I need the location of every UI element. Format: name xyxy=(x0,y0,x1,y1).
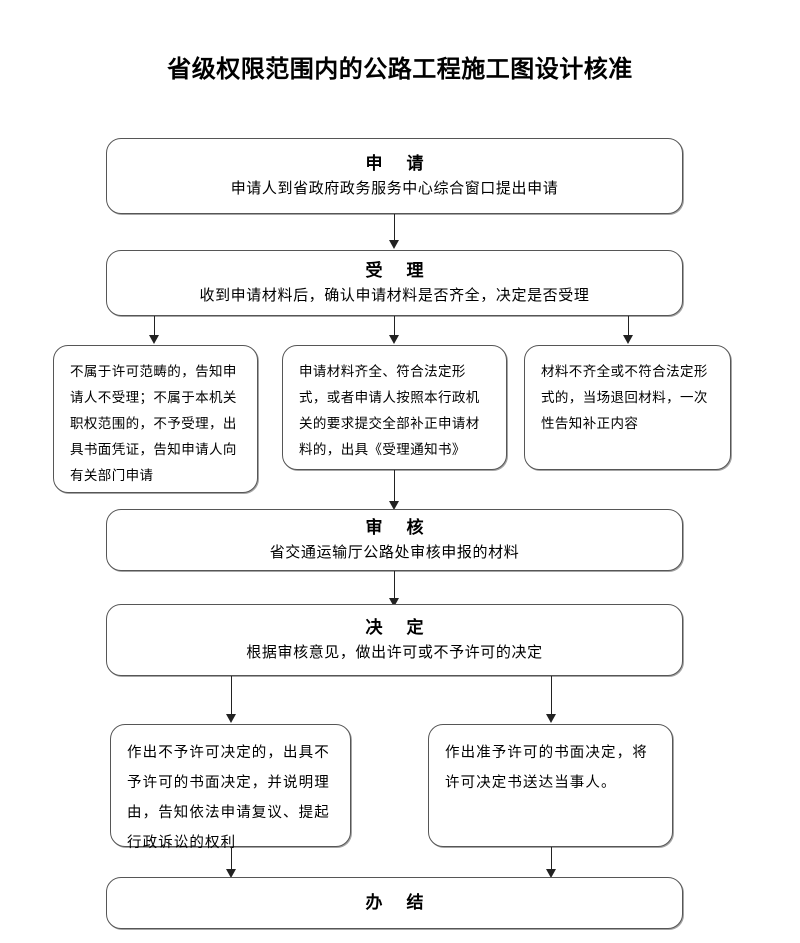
arrowhead-decide-to-denied xyxy=(226,714,236,723)
arrowhead-accept-to-branch-1 xyxy=(149,335,159,344)
node-finish-header: 办 结 xyxy=(365,892,433,913)
connector-approved-to-finish xyxy=(551,847,553,873)
node-branch-complete-materials: 申请材料齐全、符合法定形式，或者申请人按照本行政机关的要求提交全部补正申请材料的… xyxy=(282,345,507,470)
node-decide: 决 定 根据审核意见，做出许可或不予许可的决定 xyxy=(106,604,683,676)
node-accept-header: 受 理 xyxy=(365,260,433,281)
arrowhead-decide-to-approved xyxy=(546,714,556,723)
node-branch-incomplete-materials: 材料不齐全或不符合法定形式的，当场退回材料，一次性告知补正内容 xyxy=(524,345,731,470)
arrowhead-accept-to-branch-2 xyxy=(389,335,399,344)
node-apply: 申 请 申请人到省政府政务服务中心综合窗口提出申请 xyxy=(106,138,683,214)
node-decide-sub: 根据审核意见，做出许可或不予许可的决定 xyxy=(246,643,543,662)
node-outcome-denied-text: 作出不予许可决定的，出具不予许可的书面决定，并说明理由，告知依法申请复议、提起行… xyxy=(127,745,330,851)
arrowhead-accept-to-branch-3 xyxy=(623,335,633,344)
node-branch-complete-materials-text: 申请材料齐全、符合法定形式，或者申请人按照本行政机关的要求提交全部补正申请材料的… xyxy=(299,364,480,458)
node-branch-incomplete-materials-text: 材料不齐全或不符合法定形式的，当场退回材料，一次性告知补正内容 xyxy=(541,364,708,432)
connector-review-to-decide xyxy=(394,571,396,601)
connector-branch-to-review xyxy=(394,470,396,506)
node-branch-not-in-scope: 不属于许可范畴的，告知申请人不受理；不属于本机关职权范围的，不予受理，出具书面凭… xyxy=(53,345,258,493)
arrowhead-approved-to-finish xyxy=(546,869,556,878)
node-outcome-approved: 作出准予许可的书面决定，将许可决定书送达当事人。 xyxy=(428,724,673,847)
node-accept: 受 理 收到申请材料后，确认申请材料是否齐全，决定是否受理 xyxy=(106,250,683,316)
connector-decide-to-denied xyxy=(231,676,233,718)
node-accept-sub: 收到申请材料后，确认申请材料是否齐全，决定是否受理 xyxy=(199,286,590,305)
node-apply-sub: 申请人到省政府政务服务中心综合窗口提出申请 xyxy=(230,179,559,198)
connector-denied-to-finish xyxy=(231,847,233,873)
node-apply-header: 申 请 xyxy=(365,153,433,174)
connector-accept-to-branch-3 xyxy=(628,316,630,338)
arrowhead-apply-to-accept xyxy=(389,240,399,249)
node-review: 审 核 省交通运输厅公路处审核申报的材料 xyxy=(106,509,683,571)
node-finish: 办 结 xyxy=(106,877,683,929)
node-outcome-approved-text: 作出准予许可的书面决定，将许可决定书送达当事人。 xyxy=(445,745,648,791)
node-review-header: 审 核 xyxy=(365,517,433,538)
connector-accept-to-branch-1 xyxy=(154,316,156,338)
connector-apply-to-accept xyxy=(394,214,396,243)
node-branch-not-in-scope-text: 不属于许可范畴的，告知申请人不受理；不属于本机关职权范围的，不予受理，出具书面凭… xyxy=(70,364,237,484)
arrowhead-branch-to-review xyxy=(389,501,399,510)
node-outcome-denied: 作出不予许可决定的，出具不予许可的书面决定，并说明理由，告知依法申请复议、提起行… xyxy=(110,724,351,851)
connector-decide-to-approved xyxy=(551,676,553,718)
node-decide-header: 决 定 xyxy=(365,617,433,638)
connector-accept-to-branch-2 xyxy=(394,316,396,338)
arrowhead-review-to-decide xyxy=(389,598,399,607)
arrowhead-denied-to-finish xyxy=(226,869,236,878)
node-review-sub: 省交通运输厅公路处审核申报的材料 xyxy=(269,543,520,562)
page-title: 省级权限范围内的公路工程施工图设计核准 xyxy=(167,55,633,83)
